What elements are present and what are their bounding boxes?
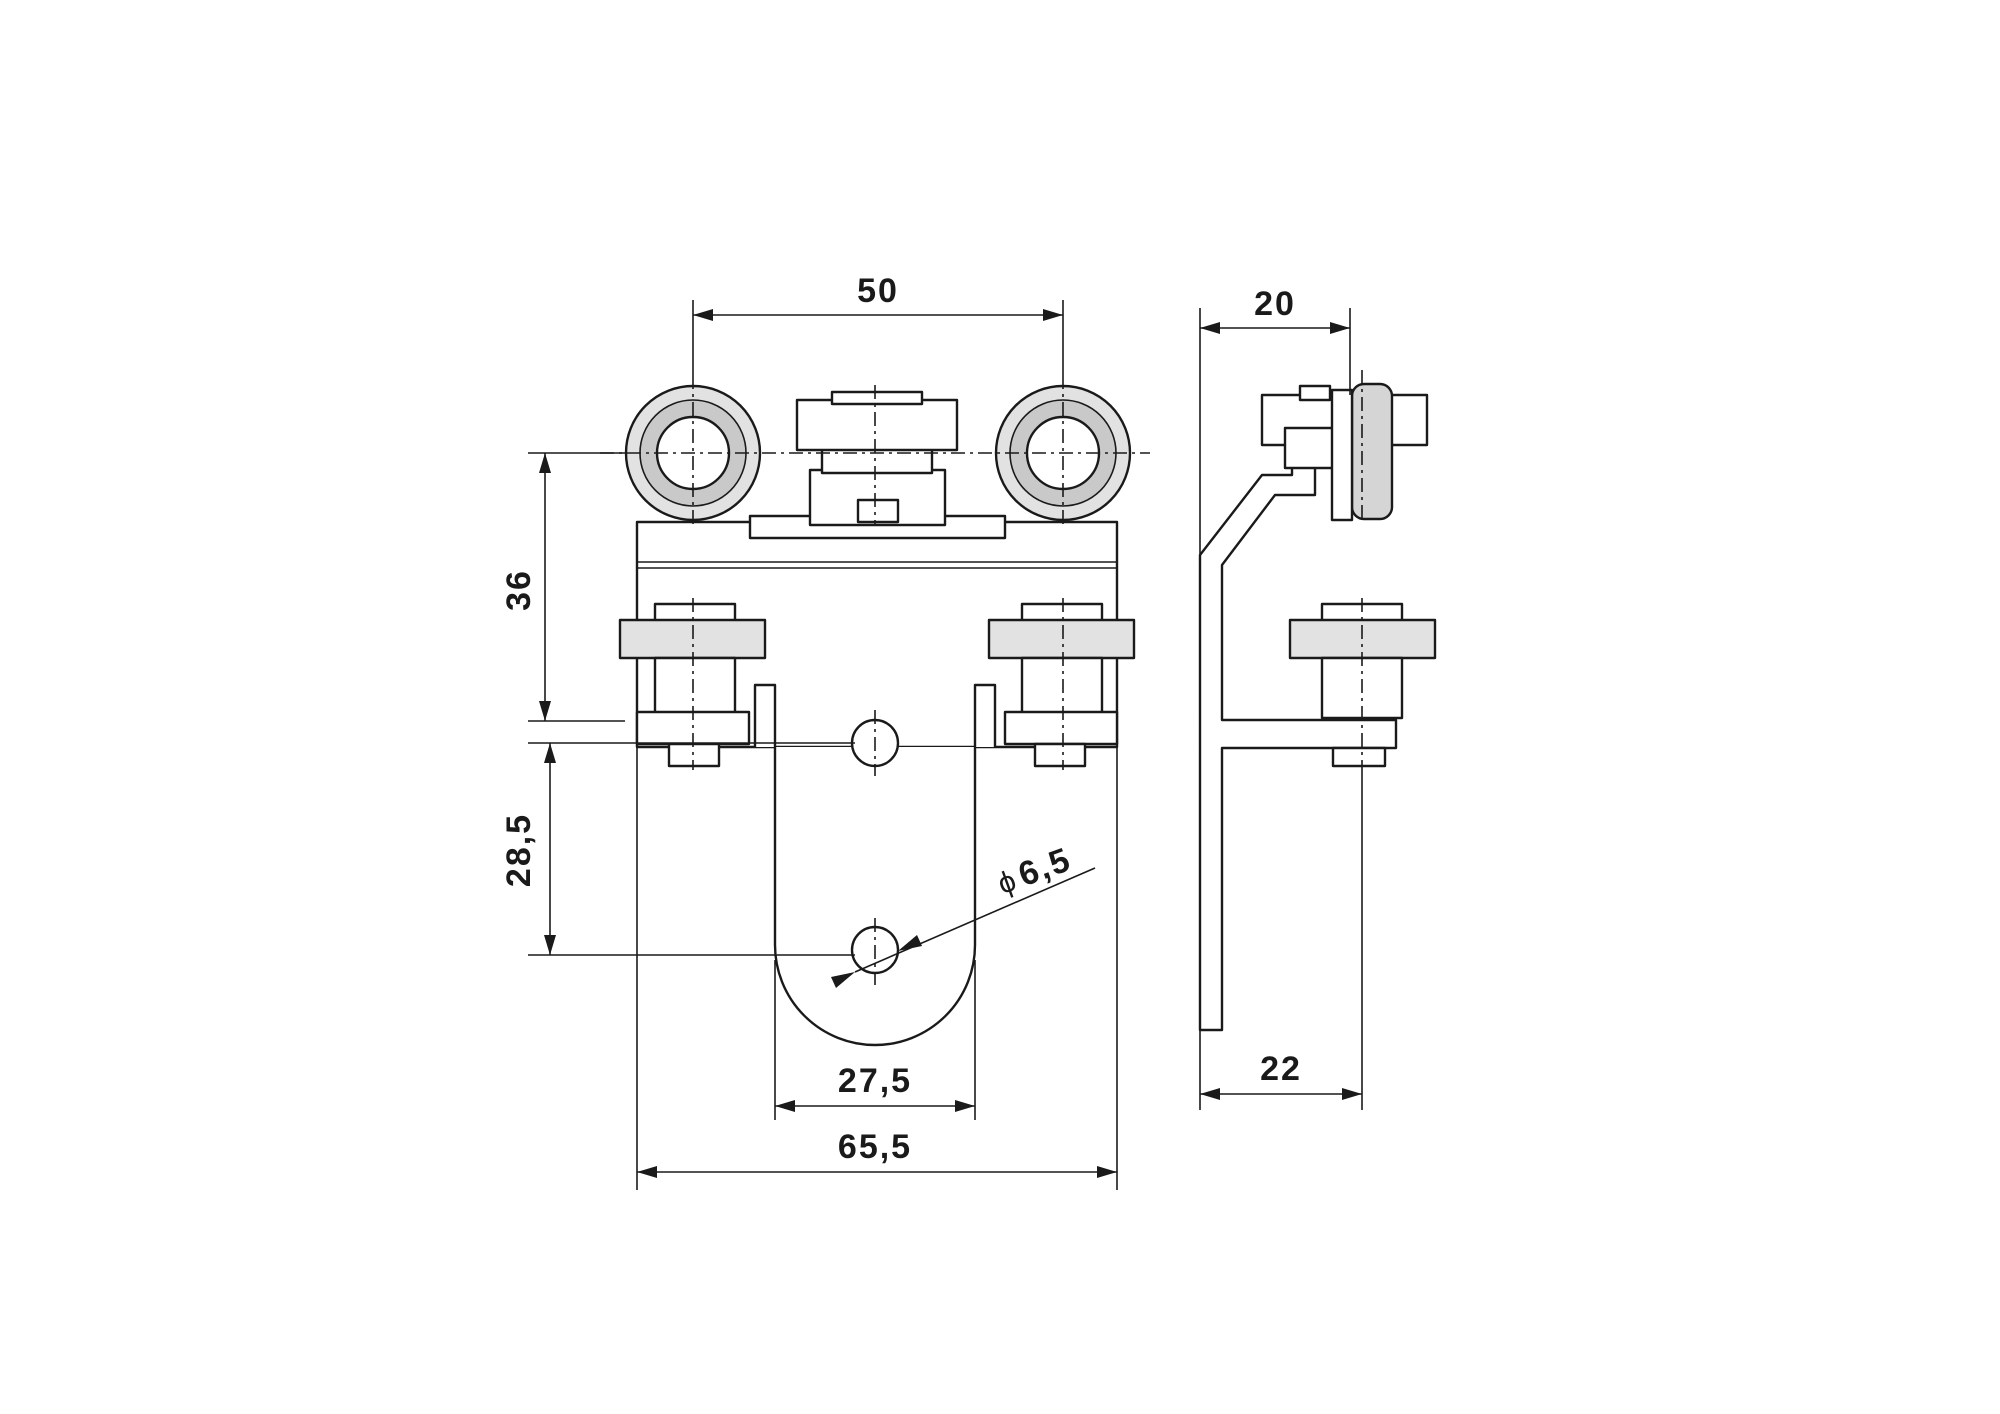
dim-hole-diameter-group: ϕ 6,5 — [993, 840, 1076, 901]
dim-side-depth-bottom: 22 — [1260, 1050, 1302, 1088]
dim-side-depth-top: 20 — [1254, 285, 1296, 323]
dimension-labels: 50 20 36 28,5 ϕ 6,5 27,5 65,5 22 — [500, 272, 1302, 1166]
side-bracket — [1198, 403, 1398, 1032]
dim-wheel-spacing: 50 — [857, 272, 899, 310]
front-centerlines — [600, 375, 1150, 985]
dim-overall-width: 65,5 — [838, 1128, 912, 1166]
dim-hole-spacing: 28,5 — [500, 813, 538, 887]
front-view — [600, 375, 1150, 1047]
right-bottom-roller — [987, 602, 1136, 768]
dimension-lines — [528, 300, 1363, 1190]
dim-height-to-hole: 36 — [500, 569, 538, 611]
dim-slot-width: 27,5 — [838, 1062, 912, 1100]
side-top-roller — [1260, 382, 1429, 522]
center-roller-block — [748, 390, 1007, 540]
side-view — [1198, 370, 1437, 1032]
dim-hole-diameter: 6,5 — [1013, 840, 1076, 894]
